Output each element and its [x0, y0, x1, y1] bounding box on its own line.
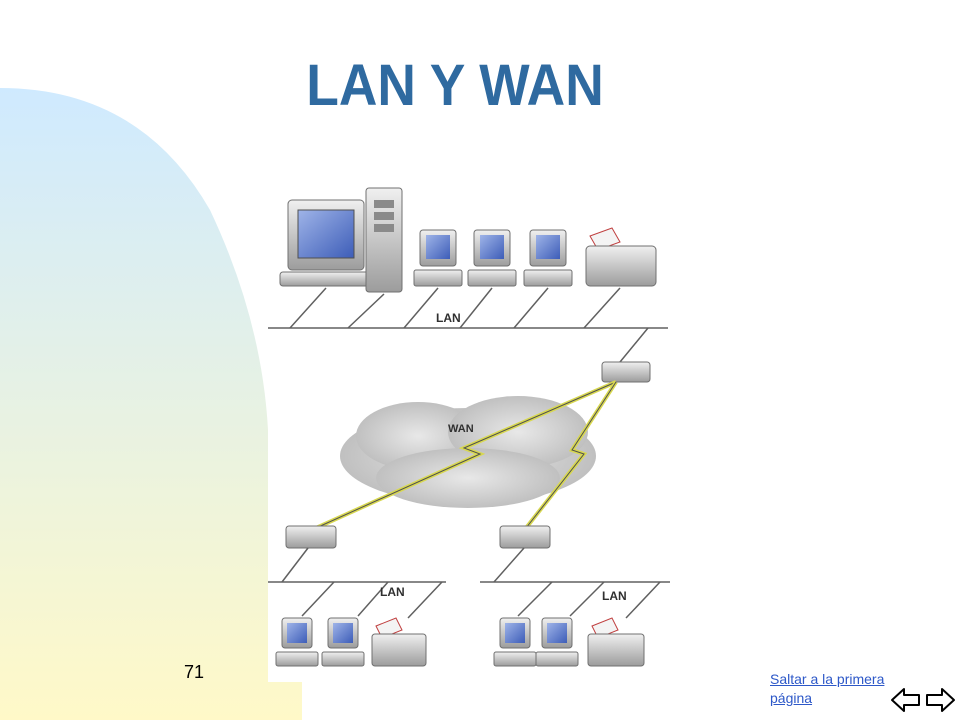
pc-right-2 [535, 617, 579, 667]
wan-label: WAN [448, 423, 474, 435]
server-tower [365, 187, 403, 293]
pc-left-2 [321, 617, 365, 667]
right-arrow-outline-icon[interactable] [924, 686, 956, 714]
printer-top [585, 227, 657, 287]
pc-top-3 [523, 229, 573, 287]
first-page-link[interactable]: Saltar a la primera página [770, 671, 885, 706]
router-top [601, 361, 651, 383]
printer-left [371, 617, 427, 667]
lan-top-bus [268, 287, 668, 363]
wan-links [315, 380, 618, 530]
lan-wan-diagram: LAN WAN [268, 178, 678, 682]
lan-right-bus [480, 547, 670, 619]
router-left [285, 525, 337, 549]
lan-top-label: LAN [436, 311, 461, 325]
lan-left-label: LAN [380, 585, 405, 599]
pc-right-1 [493, 617, 537, 667]
slide-title: LAN Y WAN [306, 53, 604, 118]
workstation-large [279, 199, 373, 287]
navigation-arrows [890, 686, 956, 714]
pc-left-1 [275, 617, 319, 667]
left-arrow-outline-icon[interactable] [890, 686, 922, 714]
pc-top-1 [413, 229, 463, 287]
lan-left-bus [268, 547, 446, 619]
slide-number: 71 [184, 662, 205, 682]
pc-top-2 [467, 229, 517, 287]
lan-right-label: LAN [602, 589, 627, 603]
wan-cloud [340, 396, 596, 508]
router-right [499, 525, 551, 549]
printer-right [587, 617, 645, 667]
